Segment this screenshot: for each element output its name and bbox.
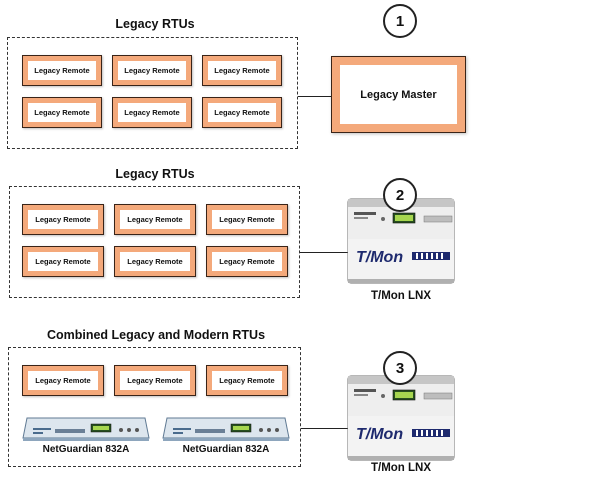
legacy-master-label: Legacy Master: [340, 65, 457, 124]
step-3-badge: 3: [383, 351, 417, 385]
legacy-remote-label: Legacy Remote: [28, 103, 96, 122]
legacy-remote: Legacy Remote: [112, 97, 192, 128]
legacy-remote-label: Legacy Remote: [120, 210, 190, 229]
legacy-remote-label: Legacy Remote: [28, 210, 98, 229]
section-3-tmon-caption: T/Mon LNX: [346, 462, 456, 474]
section-2-connector: [300, 252, 348, 253]
legacy-remote: Legacy Remote: [22, 55, 102, 86]
tmon-lnx-unit: T/Mon: [346, 373, 456, 463]
legacy-remote-label: Legacy Remote: [208, 61, 276, 80]
tmon-logo-text: T/Mon: [356, 249, 403, 266]
section-2-rtu-group: Legacy Remote Legacy Remote Legacy Remot…: [9, 186, 300, 298]
legacy-remote-label: Legacy Remote: [118, 103, 186, 122]
netguardian-caption: NetGuardian 832A: [21, 444, 151, 455]
section-2-tmon-caption: T/Mon LNX: [346, 290, 456, 302]
legacy-remote: Legacy Remote: [22, 204, 104, 235]
legacy-master: Legacy Master: [331, 56, 466, 133]
legacy-remote: Legacy Remote: [22, 365, 104, 396]
legacy-remote: Legacy Remote: [202, 55, 282, 86]
section-2-title: Legacy RTUs: [100, 167, 210, 181]
section-3-rtu-group: Legacy Remote Legacy Remote Legacy Remot…: [8, 347, 301, 467]
legacy-remote-label: Legacy Remote: [212, 210, 282, 229]
section-3-title: Combined Legacy and Modern RTUs: [18, 328, 294, 342]
legacy-remote-label: Legacy Remote: [28, 371, 98, 390]
netguardian-unit: [21, 412, 151, 444]
legacy-remote-label: Legacy Remote: [118, 61, 186, 80]
tmon-logo-text: T/Mon: [356, 426, 403, 443]
legacy-remote-label: Legacy Remote: [120, 252, 190, 271]
legacy-remote: Legacy Remote: [114, 365, 196, 396]
step-2-badge: 2: [383, 178, 417, 212]
netguardian-unit: [161, 412, 291, 444]
section-1-rtu-group: Legacy Remote Legacy Remote Legacy Remot…: [7, 37, 298, 149]
legacy-remote: Legacy Remote: [22, 97, 102, 128]
section-1-title: Legacy RTUs: [100, 17, 210, 31]
legacy-remote: Legacy Remote: [114, 204, 196, 235]
legacy-remote: Legacy Remote: [22, 246, 104, 277]
legacy-remote-label: Legacy Remote: [212, 252, 282, 271]
netguardian-caption: NetGuardian 832A: [161, 444, 291, 455]
legacy-remote: Legacy Remote: [202, 97, 282, 128]
legacy-remote: Legacy Remote: [206, 246, 288, 277]
legacy-remote: Legacy Remote: [206, 365, 288, 396]
legacy-remote-label: Legacy Remote: [212, 371, 282, 390]
legacy-remote: Legacy Remote: [206, 204, 288, 235]
legacy-remote-label: Legacy Remote: [120, 371, 190, 390]
legacy-remote-label: Legacy Remote: [208, 103, 276, 122]
legacy-remote: Legacy Remote: [114, 246, 196, 277]
legacy-remote-label: Legacy Remote: [28, 61, 96, 80]
section-1-connector: [298, 96, 332, 97]
step-1-badge: 1: [383, 4, 417, 38]
legacy-remote: Legacy Remote: [112, 55, 192, 86]
section-3-connector: [301, 428, 348, 429]
legacy-remote-label: Legacy Remote: [28, 252, 98, 271]
